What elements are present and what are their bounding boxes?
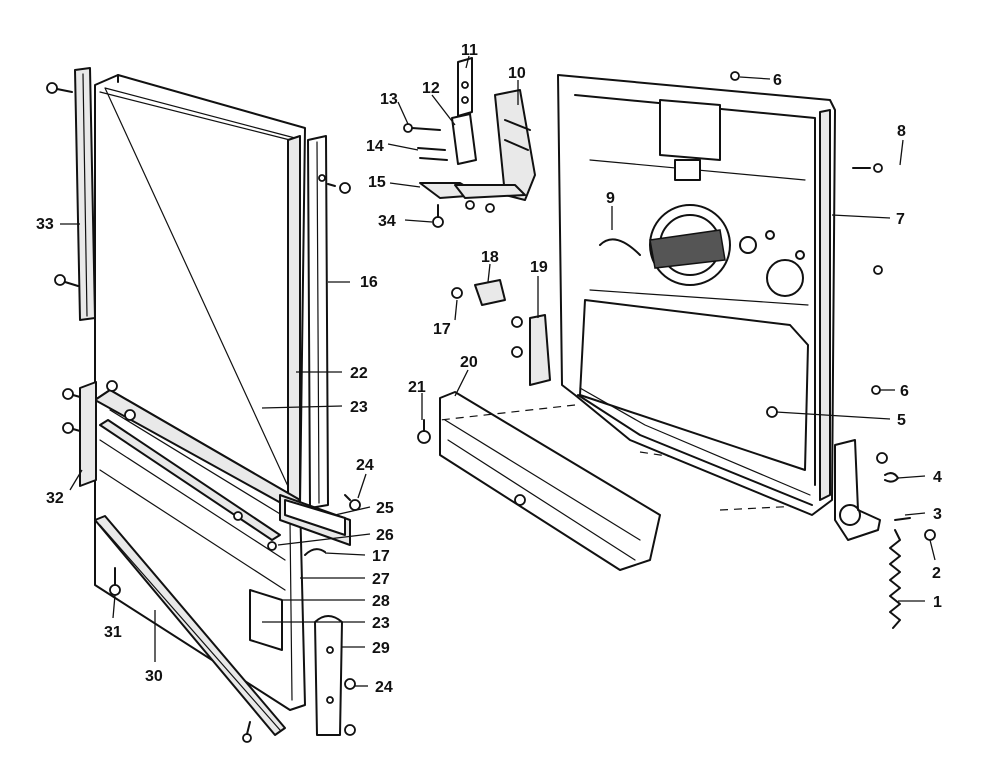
callout-23-lower: 23 [372,615,390,632]
callout-25: 25 [376,500,394,517]
latch-bracket [511,314,600,386]
callout-4: 4 [933,469,942,486]
callout-32: 32 [46,490,64,507]
callout-24-lower: 24 [375,679,393,696]
callout-14: 14 [366,138,384,155]
callout-3: 3 [933,506,942,523]
callout-5: 5 [897,412,906,429]
callout-12: 12 [422,80,440,97]
callout-16: 16 [360,274,378,291]
callout-23-upper: 23 [350,399,368,416]
left-bracket [62,380,136,487]
right-side-trim-strip [307,135,351,509]
callout-21: 21 [408,379,426,396]
callout-8: 8 [897,123,906,140]
callout-31: 31 [104,624,122,641]
callout-29: 29 [372,640,390,657]
callout-labels: 1 2 3 4 5 6 6 7 8 9 10 11 12 13 14 15 16… [36,42,942,696]
clip-17-lower [304,548,326,556]
screw-6-side [871,385,881,395]
callout-9: 9 [606,190,615,207]
callout-7: 7 [896,211,905,228]
left-side-trim-strip [46,67,96,321]
latch-clip [451,279,506,306]
side-seal-strip [819,109,883,501]
bottom-trim-bar [279,494,351,546]
callout-18: 18 [481,249,499,266]
latch-assembly [403,57,536,228]
inner-door-liner [557,74,836,516]
callout-24-upper: 24 [356,457,374,474]
callout-6-top: 6 [773,72,782,89]
bottom-kick-strip [94,515,286,743]
callout-1: 1 [933,594,942,611]
callout-6-side: 6 [900,383,909,400]
callout-2: 2 [932,565,941,582]
callout-17-lower: 17 [372,548,390,565]
alignment-line [719,504,821,511]
callout-15: 15 [368,174,386,191]
screw-5 [766,406,778,418]
callout-28: 28 [372,593,390,610]
callout-17-upper: 17 [433,321,451,338]
callout-20: 20 [460,354,478,371]
hinge-assembly [834,439,936,629]
screw-6-top [730,71,740,81]
handle-piece [314,615,356,736]
callout-11: 11 [461,42,478,59]
callout-27: 27 [372,571,390,588]
screw-26 [267,541,277,551]
callout-26: 26 [376,527,394,544]
callout-22: 22 [350,365,368,382]
callout-33: 33 [36,216,54,233]
leader-lines [60,55,936,687]
kick-plate [439,391,661,571]
screw-21 [417,419,431,444]
panel-edge-trim [287,135,301,501]
callout-19: 19 [530,259,548,276]
callout-30: 30 [145,668,163,685]
callout-13: 13 [380,91,398,108]
callout-10: 10 [508,65,526,82]
screw-25 [233,511,243,521]
callout-34: 34 [378,213,396,230]
alignment-line [439,404,576,421]
